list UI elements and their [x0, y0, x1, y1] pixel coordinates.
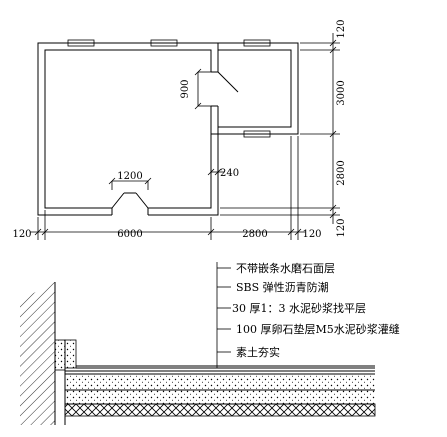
dim-entry-door: 1200: [117, 171, 142, 182]
dim-bottom-main: 6000: [117, 229, 142, 240]
section-skirting: [54, 339, 66, 371]
dim-bottom-annex: 2800: [242, 229, 267, 240]
annex-room-outer-wall: [211, 42, 299, 135]
bottom-dimension-chain: 120 6000 2800 120: [12, 136, 322, 240]
dim-bottom-right-wall: 120: [302, 229, 321, 240]
floor-plan: 1200 900 240 120 3000 2800 1: [12, 19, 347, 240]
dim-right-lower: 2800: [336, 160, 347, 185]
floor-section: 不带嵌条水磨石面层 SBS 弹性沥青防潮 30 厚1：3 水泥砂浆找平层 100…: [20, 261, 400, 425]
dim-right-upper: 3000: [336, 80, 347, 105]
dim-bottom-left-wall: 120: [12, 229, 31, 240]
annex-room-inner-wall: [218, 49, 292, 128]
main-room-inner-wall: [44, 49, 212, 209]
partition-door-opening: [210, 72, 220, 106]
entry-door-opening: [112, 206, 148, 217]
dim-right-bottom-wall: 120: [336, 218, 347, 237]
layer-label-3: 30 厚1：3 水泥砂浆找平层: [232, 301, 366, 315]
layer-label-5: 素土夯实: [236, 345, 280, 359]
layer-label-1: 不带嵌条水磨石面层: [236, 261, 335, 275]
section-wall-hatch: [20, 282, 55, 425]
entry-door-leaf-left: [111, 192, 125, 209]
layer-label-2: SBS 弹性沥青防潮: [236, 280, 329, 294]
entry-door-leaf-right: [135, 192, 149, 209]
layer-label-4: 100 厚卵石垫层M5水泥砂浆灌缝: [236, 322, 400, 336]
main-room-outer-wall: [37, 42, 219, 216]
section-gravel-layer: [65, 390, 375, 404]
dim-wall-thickness: 240: [220, 168, 239, 179]
dim-right-top-wall: 120: [336, 19, 347, 38]
section-mortar-layer: [65, 374, 375, 390]
dim-partition-door: 900: [180, 79, 191, 98]
partition-door-leaf: [217, 71, 239, 93]
right-dimension-chain: 120 3000 2800 120: [220, 19, 347, 238]
section-compacted-soil: [64, 403, 376, 417]
